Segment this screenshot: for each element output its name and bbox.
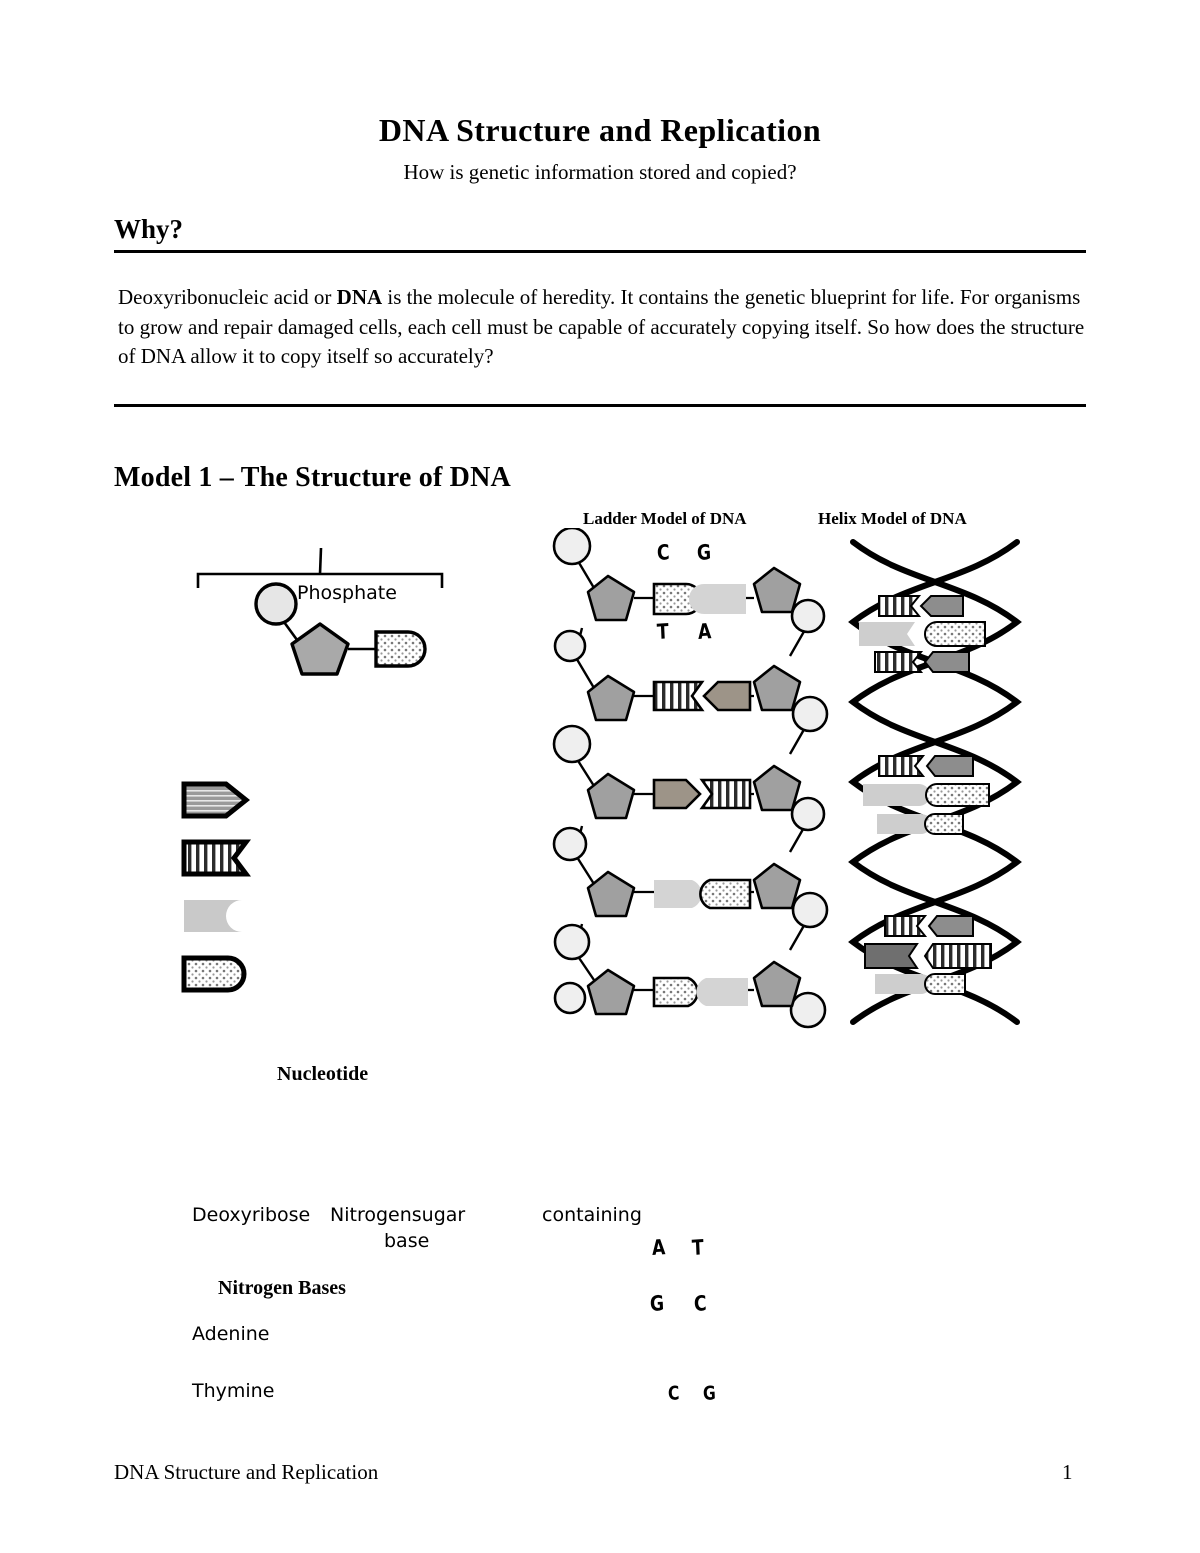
ladder-rung bbox=[654, 878, 752, 910]
page-subtitle: How is genetic information stored and co… bbox=[403, 160, 797, 184]
guanine-shape-icon bbox=[184, 900, 242, 932]
nucleotide-diagram bbox=[196, 547, 444, 676]
why-heading: Why? bbox=[114, 214, 184, 244]
page-title: DNA Structure and Replication bbox=[378, 112, 822, 148]
deoxyribose-sugar-pentagon bbox=[290, 622, 350, 676]
helix-strands bbox=[848, 539, 1022, 1025]
phosphate-circle bbox=[254, 582, 298, 626]
why-body-bold-dna: DNA bbox=[336, 285, 383, 309]
ladder-annotation-t: T bbox=[656, 619, 670, 644]
ladder-rung bbox=[652, 582, 746, 616]
cytosine-shape-icon bbox=[181, 955, 247, 993]
helix-base-pairs bbox=[859, 595, 992, 995]
phosphate-label: Phosphate bbox=[297, 582, 397, 604]
ladder-annotation-c: C bbox=[656, 540, 671, 565]
adenine-shape-icon bbox=[181, 781, 251, 819]
footer-title: DNA Structure and Replication bbox=[114, 1460, 379, 1484]
nucleotide-bracket bbox=[196, 547, 444, 588]
ladder-rung bbox=[652, 680, 752, 712]
ladder-left-sugars bbox=[586, 574, 636, 1016]
term-thymine: Thymine bbox=[192, 1380, 275, 1402]
ladder-model-caption: Ladder Model of DNA bbox=[583, 509, 747, 528]
ladder-annotation-g: G bbox=[696, 540, 712, 565]
ladder-annotation-a: A bbox=[697, 619, 712, 644]
ladder-rung bbox=[652, 976, 748, 1008]
ladder-left-phosphates bbox=[552, 528, 592, 1015]
ladder-right-phosphates bbox=[789, 598, 829, 1029]
ladder-right-sugars bbox=[752, 566, 802, 1008]
term-containing: containing bbox=[542, 1204, 642, 1226]
thymine-shape-icon bbox=[181, 839, 251, 877]
handwritten-g2: G bbox=[702, 1382, 717, 1405]
section-rule-bottom bbox=[114, 404, 1086, 407]
helix-model-caption: Helix Model of DNA bbox=[818, 509, 967, 528]
why-body-part2: is the molecule of heredity. It contains… bbox=[118, 285, 1085, 368]
handwritten-c2: C bbox=[667, 1382, 680, 1405]
base-shape-legend bbox=[181, 781, 251, 993]
nucleotide-caption: Nucleotide bbox=[277, 1063, 369, 1085]
handwritten-c: C bbox=[693, 1291, 708, 1316]
ladder-rung bbox=[652, 778, 752, 810]
helix-model-diagram bbox=[848, 539, 1022, 1025]
handwritten-g: G bbox=[649, 1291, 665, 1316]
section-rule-top bbox=[114, 250, 1086, 253]
nitrogen-base-shape bbox=[374, 630, 427, 668]
term-deoxyribose: Deoxyribose bbox=[192, 1204, 311, 1226]
footer-page-number: 1 bbox=[1062, 1460, 1073, 1484]
model1-heading: Model 1 – The Structure of DNA bbox=[114, 462, 511, 493]
why-body-text: Deoxyribonucleic acid or DNA is the mole… bbox=[118, 283, 1086, 372]
why-body-part1: Deoxyribonucleic acid or bbox=[118, 285, 337, 309]
term-nitrogen-bases-heading: Nitrogen Bases bbox=[218, 1277, 346, 1299]
term-nitrogensugar: Nitrogensugar bbox=[330, 1204, 466, 1226]
term-adenine: Adenine bbox=[192, 1323, 270, 1345]
handwritten-a: A bbox=[651, 1235, 666, 1260]
term-base: base bbox=[384, 1230, 430, 1252]
ladder-model-diagram bbox=[552, 528, 829, 1029]
handwritten-t: T bbox=[691, 1235, 705, 1260]
